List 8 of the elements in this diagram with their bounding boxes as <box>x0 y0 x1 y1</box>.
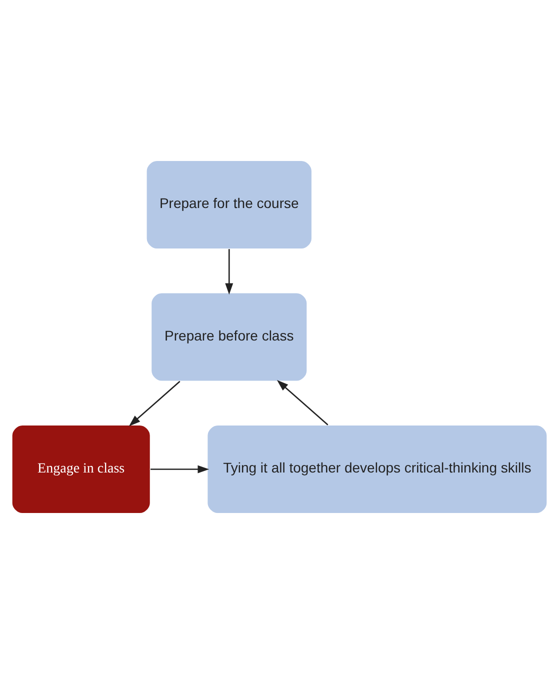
node-box: Tying it all together develops critical-thinking skills <box>206 424 548 514</box>
arrow <box>150 464 210 473</box>
arrow <box>225 248 234 294</box>
arrow <box>128 380 180 426</box>
arrow <box>276 380 328 425</box>
node-box: Prepare for the course <box>146 160 312 249</box>
node-box: Engage in class <box>11 424 151 514</box>
node-box: Prepare before class <box>150 292 308 382</box>
